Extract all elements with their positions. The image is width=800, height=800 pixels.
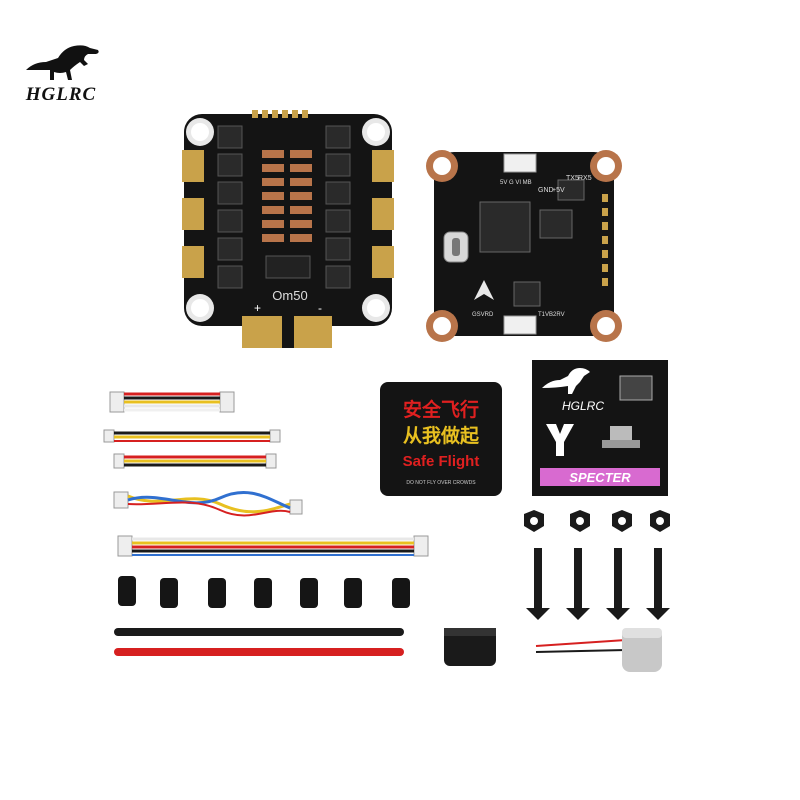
cable-2 [103,429,281,443]
brand-logo: HGLRC [14,40,106,106]
brand-name: HGLRC [25,84,97,105]
dinosaur-icon [542,368,590,394]
sticker-product-text: SPECTER [569,470,631,485]
nuts [524,510,670,532]
esc-board: Om50 + - [182,110,394,348]
fc-top-label: 5V G VI MB [500,180,532,186]
cable-set [103,391,429,656]
sticker-line-2: 从我做起 [403,424,480,447]
capacitor [535,628,662,672]
brand-sticker: HGLRC SPECTER [532,360,668,496]
fc-bottom-label-right: T1VB2RV [538,312,565,318]
rubber-grommets [118,576,410,608]
fc-bottom-label-left: GSVRD [472,312,494,318]
specter-banner [540,468,660,486]
fc-pin-label-3: GND [538,187,554,194]
sticker-line-3: Safe Flight [403,453,480,470]
esc-plus-label: + [254,301,261,315]
flight-controller-board: TX5 RX5 +5V GND 5V G VI MB GSVRD T1VB2RV [426,150,622,342]
safe-flight-sticker: 安全飞行 从我做起 Safe Flight DO NOT FLY OVER CR… [380,382,502,496]
cable-3 [113,453,277,469]
dinosaur-logo-icon [26,45,99,80]
cable-4 [113,491,303,517]
esc-minus-label: - [318,301,322,315]
cable-1 [109,391,235,413]
fc-pin-label-0: TX5 [566,175,579,182]
sticker-small-text: DO NOT FLY OVER CROWDS [406,480,476,486]
sticker-brand-logo: HGLRC [562,399,604,413]
motor-icon [610,426,632,440]
fc-pin-label-2: +5V [552,187,565,194]
fc-pin-label-1: RX5 [578,175,592,182]
y-logo-icon [546,424,574,456]
cable-5 [117,535,429,557]
esc-silkscreen-label: Om50 [272,288,307,303]
screws [526,548,670,620]
sticker-line-1: 安全飞行 [403,398,479,421]
xt-connector [444,628,496,666]
frame-icon [619,375,653,401]
